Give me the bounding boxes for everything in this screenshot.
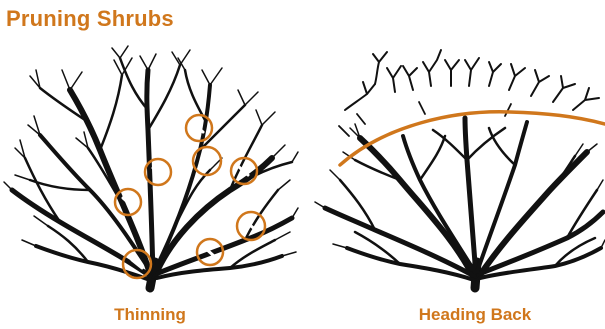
thinning-caption: Thinning [80, 305, 220, 325]
thinning-shrub-branches [4, 46, 298, 288]
heading-back-caption: Heading Back [400, 305, 550, 325]
thinning-shrub-svg [0, 40, 300, 302]
heading-back-illustration [305, 40, 605, 302]
page-title: Pruning Shrubs [6, 6, 174, 32]
cut-marker-1 [186, 115, 212, 141]
heading-back-shrub-svg [305, 40, 605, 302]
thinning-illustration [0, 40, 300, 302]
heading-back-shrub-branches [315, 50, 605, 288]
